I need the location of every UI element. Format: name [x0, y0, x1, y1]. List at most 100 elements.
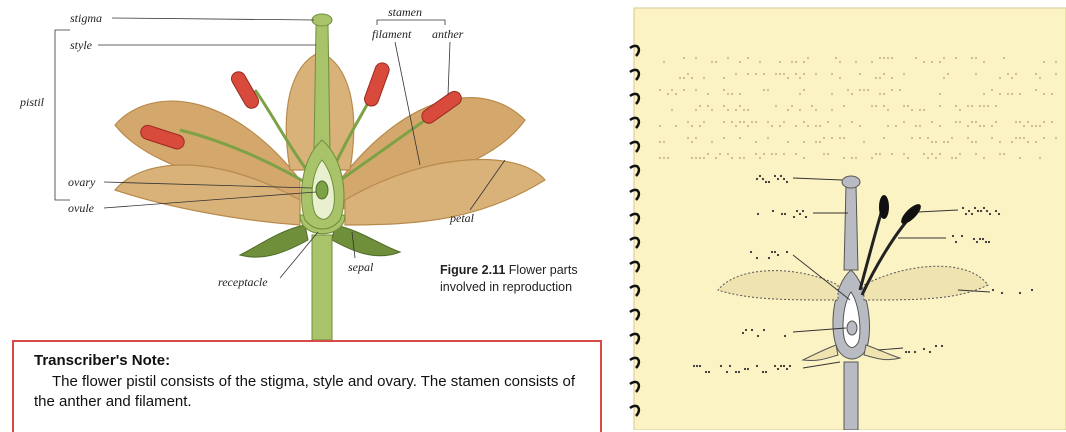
braille-dot [803, 61, 805, 63]
braille-label-dot [802, 210, 804, 212]
braille-dot [891, 153, 893, 155]
transcriber-note-body: The flower pistil consists of the stigma… [34, 372, 588, 412]
braille-dot [1027, 121, 1029, 123]
braille-dot [1027, 141, 1029, 143]
braille-dot [803, 157, 805, 159]
braille-label-dot [1001, 292, 1003, 294]
braille-dot [815, 125, 817, 127]
braille-label-dot [989, 213, 991, 215]
label-stigma: stigma [70, 11, 102, 25]
braille-dot [915, 57, 917, 59]
tactile-stem [844, 362, 858, 430]
braille-dot [895, 125, 897, 127]
braille-dot [863, 89, 865, 91]
tactile-graphic [628, 0, 1066, 430]
braille-dot [1035, 73, 1037, 75]
tactile-stigma [842, 176, 860, 188]
braille-dot [683, 89, 685, 91]
braille-dot [667, 93, 669, 95]
braille-dot [903, 73, 905, 75]
braille-label-dot [762, 371, 764, 373]
braille-dot [727, 153, 729, 155]
braille-dot [947, 141, 949, 143]
braille-dot [691, 77, 693, 79]
braille-dot [1035, 89, 1037, 91]
braille-dot [695, 137, 697, 139]
braille-label-dot [976, 241, 978, 243]
braille-dot [995, 121, 997, 123]
braille-dot [695, 89, 697, 91]
braille-dot [951, 157, 953, 159]
braille-dot [935, 141, 937, 143]
braille-dot [723, 77, 725, 79]
braille-dot [871, 61, 873, 63]
braille-dot [983, 105, 985, 107]
braille-dot [967, 125, 969, 127]
braille-dot [939, 105, 941, 107]
braille-dot [1035, 125, 1037, 127]
braille-dot [911, 109, 913, 111]
braille-label-dot [780, 365, 782, 367]
print-diagram-panel: stigma style stamen filament anther pist… [0, 0, 612, 430]
braille-dot [1043, 137, 1045, 139]
braille-dot [839, 125, 841, 127]
braille-dot [943, 77, 945, 79]
braille-dot [999, 153, 1001, 155]
braille-dot [919, 125, 921, 127]
braille-label-dot [955, 241, 957, 243]
braille-dot [855, 157, 857, 159]
braille-dot [883, 73, 885, 75]
braille-dot [663, 141, 665, 143]
braille-dot [855, 61, 857, 63]
braille-label-dot [992, 289, 994, 291]
braille-dot [687, 73, 689, 75]
braille-label-dot [777, 368, 779, 370]
braille-dot [991, 137, 993, 139]
braille-dot [791, 61, 793, 63]
braille-dot [871, 105, 873, 107]
braille-label-dot [914, 351, 916, 353]
braille-dot [823, 137, 825, 139]
stem [312, 235, 332, 340]
tactile-anther-1 [879, 195, 889, 219]
braille-dot [1011, 93, 1013, 95]
braille-label-dot [757, 335, 759, 337]
braille-dot [907, 105, 909, 107]
braille-dot [739, 61, 741, 63]
braille-label-dot [738, 371, 740, 373]
braille-dot [723, 105, 725, 107]
braille-dot [755, 141, 757, 143]
braille-dot [731, 93, 733, 95]
braille-dot [1011, 77, 1013, 79]
braille-label-dot [699, 365, 701, 367]
braille-dot [671, 109, 673, 111]
braille-label-dot [693, 365, 695, 367]
braille-dot [867, 89, 869, 91]
label-ovary: ovary [68, 175, 96, 189]
braille-label-dot [777, 254, 779, 256]
braille-dot [707, 93, 709, 95]
braille-dot [779, 73, 781, 75]
braille-dot [1035, 141, 1037, 143]
braille-dot [695, 157, 697, 159]
braille-dot [803, 121, 805, 123]
braille-dot [851, 121, 853, 123]
braille-label-dot [762, 178, 764, 180]
braille-dot [711, 141, 713, 143]
braille-label-dot [923, 348, 925, 350]
braille-dot [731, 121, 733, 123]
braille-label-dot [929, 351, 931, 353]
braille-dot [971, 141, 973, 143]
braille-label-dot [729, 365, 731, 367]
braille-dot [831, 73, 833, 75]
braille-dot [687, 121, 689, 123]
braille-label-dot [696, 365, 698, 367]
figure-number: Figure 2.11 [440, 263, 505, 277]
braille-dot [683, 77, 685, 79]
braille-dot [759, 61, 761, 63]
braille-dot [775, 153, 777, 155]
braille-dot [883, 137, 885, 139]
braille-label-dot [744, 368, 746, 370]
braille-dot [683, 57, 685, 59]
braille-dot [679, 77, 681, 79]
